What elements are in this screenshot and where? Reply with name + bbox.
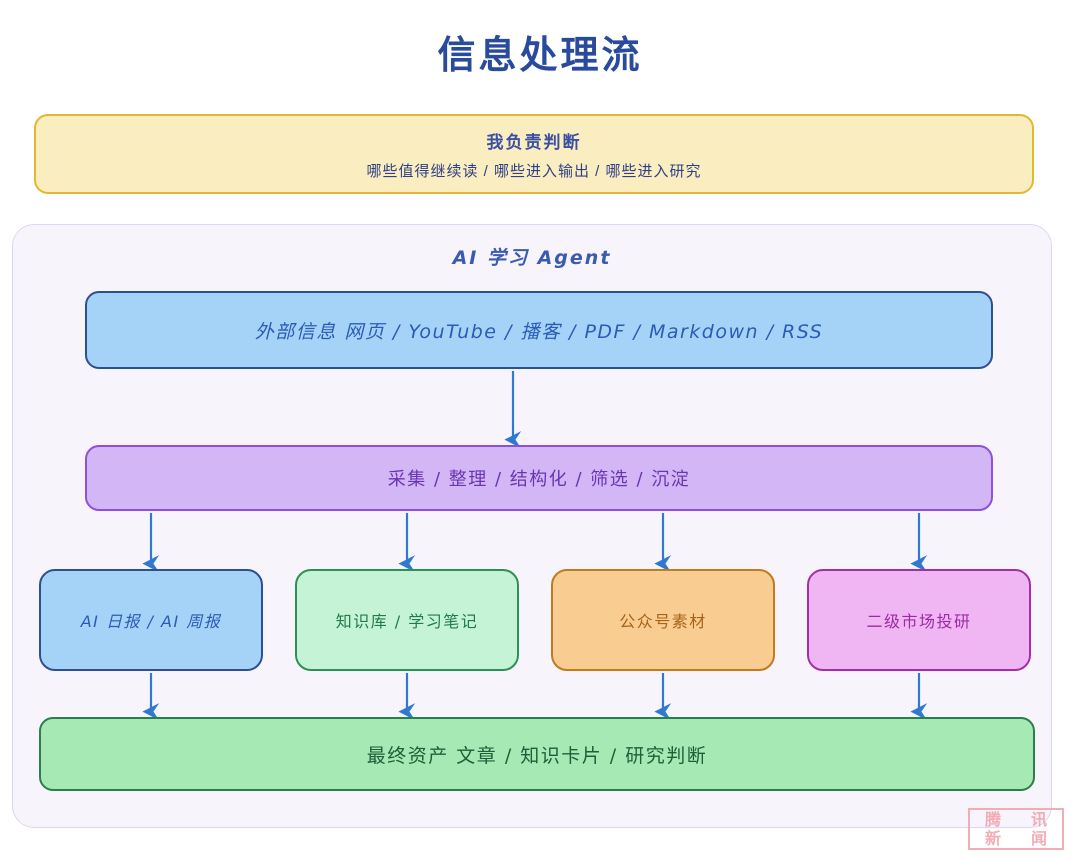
watermark: 腾 讯 新 闻 xyxy=(968,808,1064,850)
node-final-assets-label: 最终资产 文章 / 知识卡片 / 研究判断 xyxy=(366,744,708,767)
node-output-ai-reports: AI 日报 / AI 周报 xyxy=(39,569,263,671)
ai-learning-agent-container: AI 学习 Agent 外部信息 网页 / YouTube / 播客 / PDF… xyxy=(12,224,1052,828)
watermark-char-4: 闻 xyxy=(1030,828,1047,848)
judgement-detail: 哪些值得继续读 / 哪些进入输出 / 哪些进入研究 xyxy=(366,162,702,180)
node-output-knowledge-base-label: 知识库 / 学习笔记 xyxy=(335,612,479,631)
node-output-market-research: 二级市场投研 xyxy=(807,569,1031,671)
watermark-char-3: 新 xyxy=(984,828,1001,848)
agent-container-title: AI 学习 Agent xyxy=(452,247,612,269)
watermark-char-2: 讯 xyxy=(1030,809,1047,829)
judgement-heading: 我负责判断 xyxy=(486,132,582,152)
node-output-market-research-label: 二级市场投研 xyxy=(866,612,972,631)
page-title: 信息处理流 xyxy=(437,33,643,77)
node-output-wechat-material-label: 公众号素材 xyxy=(619,612,707,631)
node-external-sources-label: 外部信息 网页 / YouTube / 播客 / PDF / Markdown … xyxy=(254,320,824,343)
node-output-ai-reports-label: AI 日报 / AI 周报 xyxy=(80,612,222,631)
node-processing-pipeline: 采集 / 整理 / 结构化 / 筛选 / 沉淀 xyxy=(85,445,993,511)
node-output-wechat-material: 公众号素材 xyxy=(551,569,775,671)
node-final-assets: 最终资产 文章 / 知识卡片 / 研究判断 xyxy=(39,717,1035,791)
node-output-knowledge-base: 知识库 / 学习笔记 xyxy=(295,569,519,671)
node-external-sources: 外部信息 网页 / YouTube / 播客 / PDF / Markdown … xyxy=(85,291,993,369)
judgement-banner: 我负责判断 哪些值得继续读 / 哪些进入输出 / 哪些进入研究 xyxy=(34,114,1034,194)
node-processing-pipeline-label: 采集 / 整理 / 结构化 / 筛选 / 沉淀 xyxy=(387,469,691,490)
watermark-char-1: 腾 xyxy=(984,809,1001,829)
